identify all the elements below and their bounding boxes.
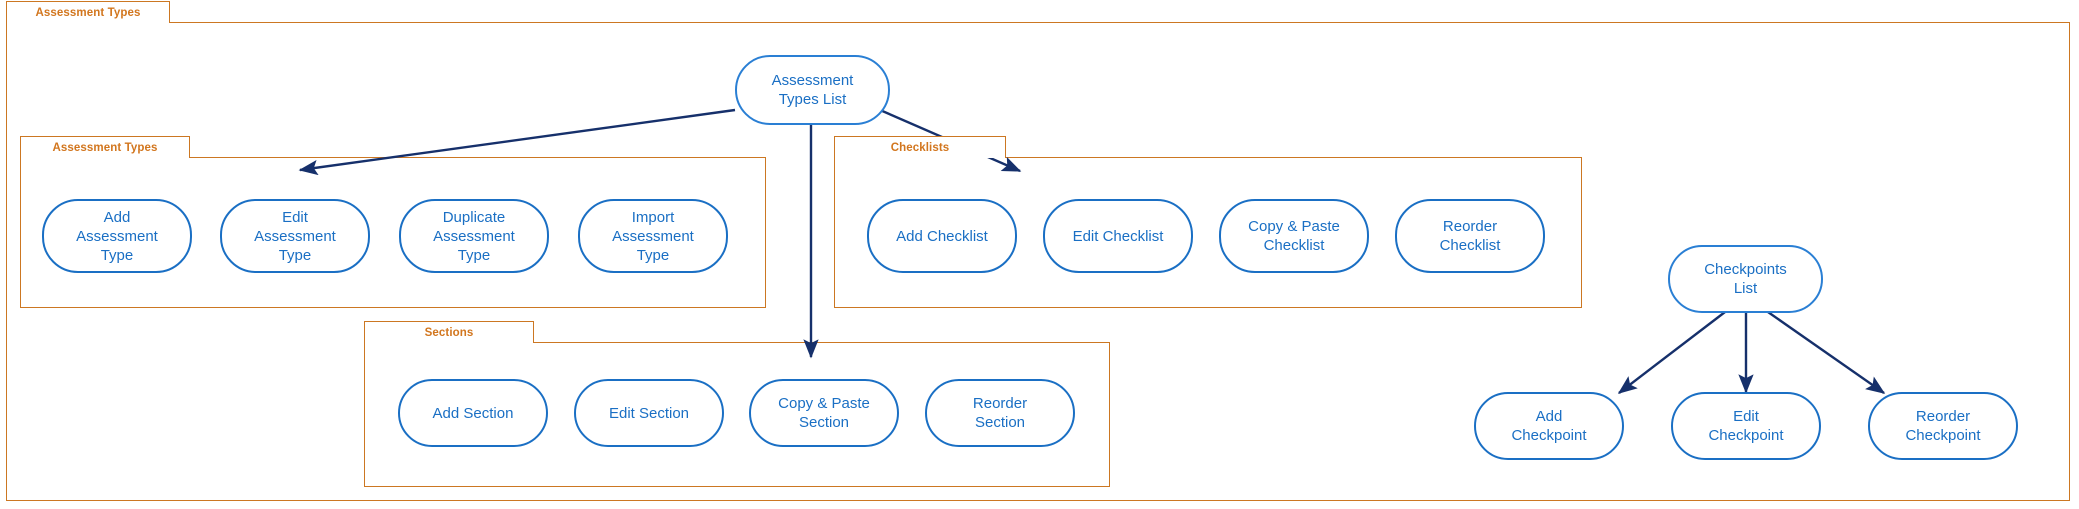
node-edit-checkpoint[interactable]: Edit Checkpoint [1671,392,1821,460]
node-label: Copy & Paste Section [778,395,870,431]
node-label: Copy & Paste Checklist [1248,218,1340,254]
node-label: Reorder Section [972,395,1028,431]
group-assessment-types-tab-label: Assessment Types [52,141,158,154]
node-assessment-types-list[interactable]: Assessment Types List [735,55,890,125]
outer-frame [6,22,2070,501]
node-label: Checkpoints List [1704,261,1787,297]
group-assessment-types: Assessment Types Add Assessment Type Edi… [20,136,766,308]
node-copy-paste-checklist[interactable]: Copy & Paste Checklist [1219,199,1369,273]
node-edit-assessment-type[interactable]: Edit Assessment Type [220,199,370,273]
node-duplicate-assessment-type[interactable]: Duplicate Assessment Type [399,199,549,273]
outer-frame-tab-label: Assessment Types [35,6,141,19]
node-label: Add Assessment Type [76,208,158,264]
node-add-checklist[interactable]: Add Checklist [867,199,1017,273]
node-label: Edit Checkpoint [1708,408,1784,444]
group-checklists-body [834,157,1582,308]
group-sections-tab-label: Sections [424,326,474,339]
node-reorder-checkpoint[interactable]: Reorder Checkpoint [1868,392,2018,460]
outer-frame-tab: Assessment Types [6,1,170,23]
node-label: Duplicate Assessment Type [433,208,515,264]
node-checkpoints-list[interactable]: Checkpoints List [1668,245,1823,313]
group-sections-body [364,342,1110,487]
node-copy-paste-section[interactable]: Copy & Paste Section [749,379,899,447]
node-label: Add Checkpoint [1511,408,1587,444]
group-checklists-tab-label: Checklists [890,141,950,154]
node-add-assessment-type[interactable]: Add Assessment Type [42,199,192,273]
group-checklists: Checklists Add Checklist Edit Checklist … [834,136,1582,308]
group-sections-tab: Sections [364,321,534,343]
group-checklists-tab: Checklists [834,136,1006,158]
node-reorder-section[interactable]: Reorder Section [925,379,1075,447]
node-edit-section[interactable]: Edit Section [574,379,724,447]
group-sections: Sections Add Section Edit Section Copy &… [364,321,1110,487]
node-add-section[interactable]: Add Section [398,379,548,447]
node-reorder-checklist[interactable]: Reorder Checklist [1395,199,1545,273]
node-label: Reorder Checkpoint [1905,408,1981,444]
node-label: Add Section [432,404,514,422]
node-label: Reorder Checklist [1439,218,1501,254]
node-import-assessment-type[interactable]: Import Assessment Type [578,199,728,273]
node-label: Assessment Types List [771,72,854,108]
node-label: Edit Assessment Type [254,208,336,264]
node-label: Add Checklist [896,227,988,245]
node-label: Import Assessment Type [612,208,694,264]
node-add-checkpoint[interactable]: Add Checkpoint [1474,392,1624,460]
node-label: Edit Checklist [1072,227,1164,245]
node-label: Edit Section [608,404,690,422]
group-assessment-types-tab: Assessment Types [20,136,190,158]
node-edit-checklist[interactable]: Edit Checklist [1043,199,1193,273]
